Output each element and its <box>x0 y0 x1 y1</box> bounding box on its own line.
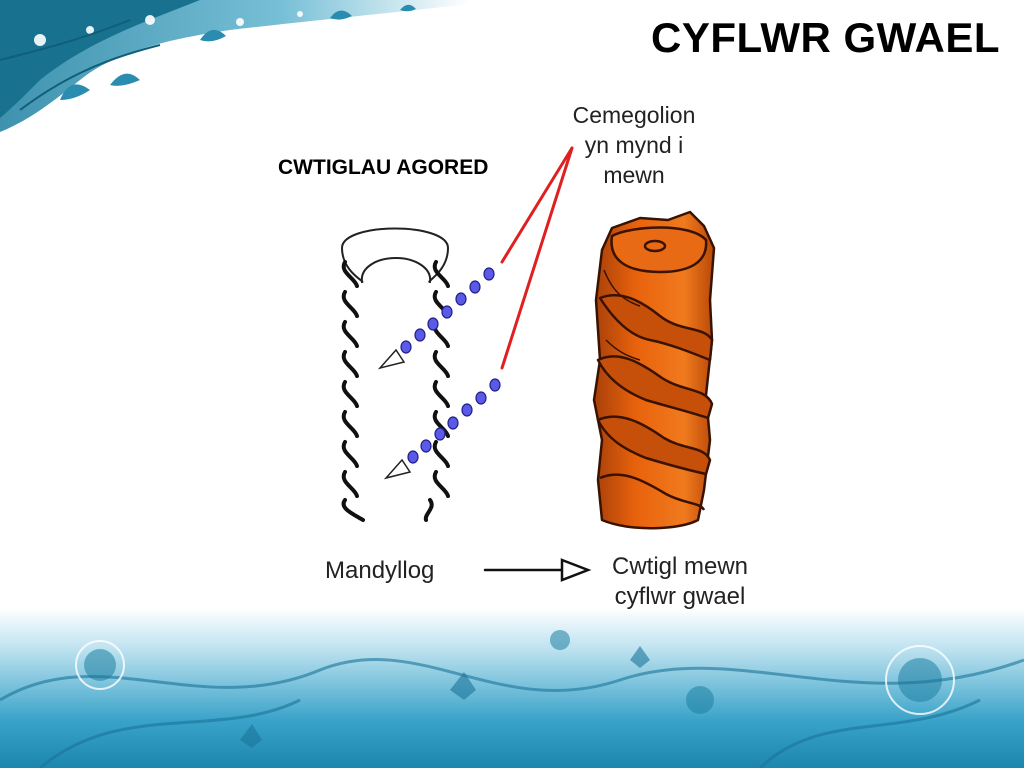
chemicals-label: Cemegolion yn mynd i mewn <box>548 100 720 190</box>
slide-title: CYFLWR GWAEL <box>651 14 1000 61</box>
chemicals-label-line-1: Cemegolion <box>572 102 696 128</box>
porous-label: Mandyllog <box>325 557 435 584</box>
upper-chemical-dots <box>400 267 495 354</box>
floral-banner-top <box>0 0 470 132</box>
lower-inward-arrowhead <box>383 458 412 480</box>
lower-chemical-dots <box>407 378 501 464</box>
open-cuticle-hair-shaft <box>340 227 450 522</box>
damaged-hair-shaft <box>592 210 716 530</box>
open-cuticles-label: CWTIGLAU AGORED <box>278 156 489 179</box>
damaged-cuticle-label-line-2: cyflwr gwael <box>614 583 746 610</box>
porous-to-damaged-arrow <box>483 558 592 582</box>
upper-inward-arrowhead <box>377 348 406 370</box>
damaged-cuticle-label-line-1: Cwtigl mewn <box>611 553 749 580</box>
damaged-cuticle-label: Cwtigl mewn cyflwr gwael <box>590 552 770 612</box>
chemical-pointer-lines <box>500 146 574 370</box>
chemicals-label-line-3: mewn <box>603 162 665 188</box>
chemicals-label-line-2: yn mynd i <box>584 132 684 158</box>
